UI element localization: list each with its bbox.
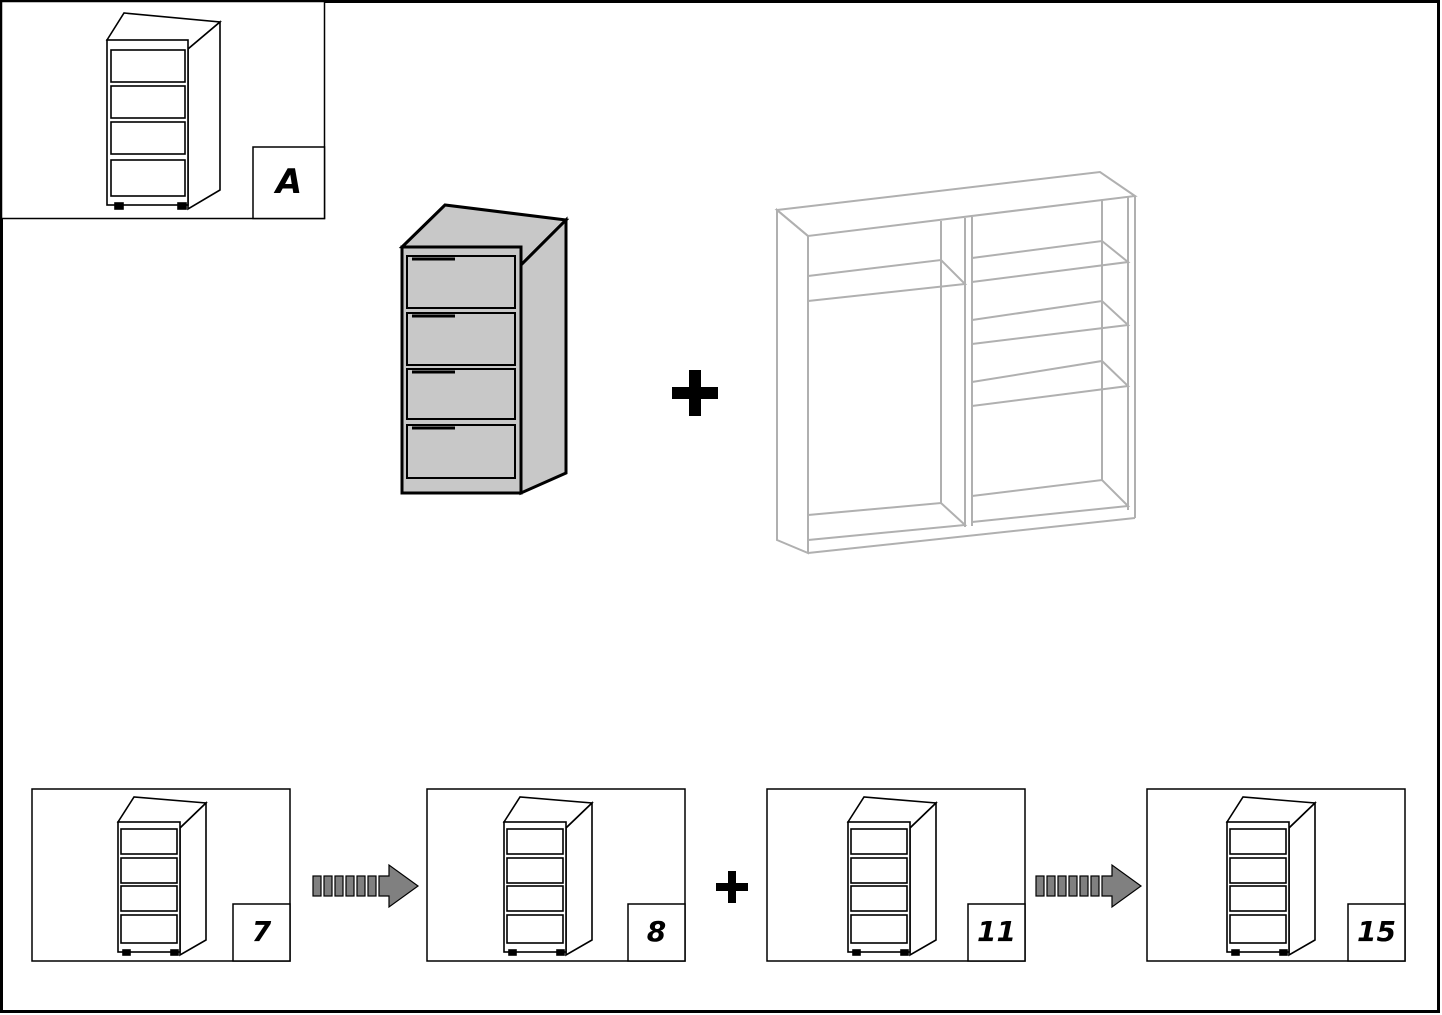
plus-sign-main	[672, 370, 718, 416]
step-4-label: 15	[1357, 915, 1396, 948]
step-1-label: 7	[251, 915, 272, 948]
wardrobe-illustration	[774, 170, 1138, 555]
step-box-3	[766, 788, 1026, 962]
step-2-dresser-icon	[502, 796, 594, 957]
plus-sign-steps	[716, 871, 748, 903]
panel-a	[0, 0, 326, 220]
step-3-label: 11	[977, 915, 1016, 948]
main-dresser-illustration	[398, 203, 570, 496]
arrow-right-icon-2	[1035, 863, 1143, 909]
step-box-1	[31, 788, 291, 962]
step-4-dresser-icon	[1225, 796, 1317, 957]
step-2-label: 8	[646, 915, 667, 948]
step-3-dresser-icon	[846, 796, 938, 957]
step-box-2	[426, 788, 686, 962]
step-1-dresser-icon	[116, 796, 208, 957]
arrow-right-icon-1	[312, 863, 420, 909]
step-box-4	[1146, 788, 1406, 962]
panel-a-dresser-icon	[105, 12, 222, 211]
panel-a-label: A	[275, 162, 303, 202]
